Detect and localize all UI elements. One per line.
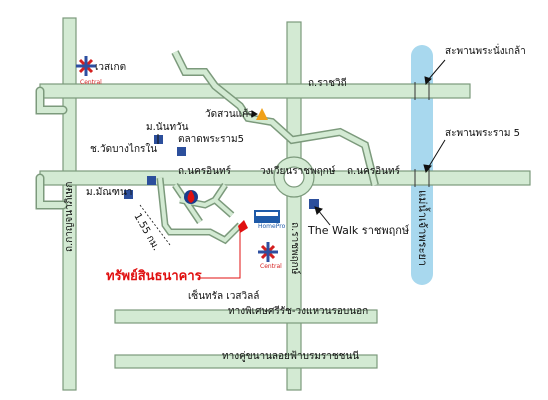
- label-central-logo-westgate: Central: [80, 79, 102, 86]
- label-outer-road: ทางคู่ขนานลอยฟ้าบรมราชชนนี: [222, 351, 360, 362]
- gas-station-icon: [184, 190, 198, 204]
- label-mantana: ม.มัณฑนา: [86, 187, 133, 198]
- label-bridge-rama5: สะพานพระราม 5: [445, 128, 520, 139]
- marker-talad-rama5: [177, 147, 186, 156]
- central-logo-westville: [258, 242, 278, 262]
- marker-the-walk: [309, 199, 319, 209]
- label-ring-road: ทางพิเศษศรีรัช-วงแหวนรอบนอก: [228, 306, 369, 317]
- label-westgate: เวสเกต: [95, 62, 127, 73]
- target-leader-line: [200, 232, 241, 279]
- label-target-property: ทรัพย์สินธนาคาร: [106, 269, 202, 284]
- road-ratchawithi: [39, 83, 471, 99]
- label-ratchaphruek: ถ.ราชพฤกษ์: [289, 222, 300, 275]
- label-wat-bangkhonai: ช.วัดบางไกรใน: [90, 144, 158, 155]
- target-pin-icon: [238, 220, 248, 233]
- label-nonthawan: ม.นันทวัน: [146, 122, 189, 133]
- homepro-icon: [254, 210, 280, 223]
- central-logo-westgate: [76, 56, 96, 76]
- temple-icon: [256, 108, 268, 120]
- label-nakhon-in-upper: ถ.นครอินทร์: [178, 166, 231, 177]
- label-roundabout: วงเวียนราชพฤกษ์: [260, 166, 336, 177]
- marker-wat-bangkhonai: [147, 176, 156, 185]
- label-homepro: HomePro: [258, 223, 286, 230]
- label-ratchawithi: ถ.ราชวิถี: [308, 78, 347, 89]
- road-ring: [114, 309, 378, 324]
- label-nakhon-in-east: ถ.นครอินทร์: [347, 166, 400, 177]
- marker-mantana: [124, 190, 133, 199]
- label-the-walk: The Walk ราชพฤกษ์: [308, 224, 410, 237]
- label-central-westville: เซ็นทรัล เวสวิลล์: [188, 291, 260, 302]
- label-river: แม่น้ำเจ้าพระยา: [416, 190, 429, 267]
- label-central-logo-westville: Central: [260, 263, 282, 270]
- chao-phraya-river: [411, 45, 433, 285]
- label-temple: วัดสวนแก้ว: [205, 109, 254, 120]
- road-ratchaphruek: [286, 21, 302, 391]
- road-outer: [114, 354, 378, 369]
- label-bridge-nang-klao: สะพานพระนั่งเกล้า: [445, 46, 526, 57]
- label-kanchanaphisek: ถ.กาญจนาภิเษก: [64, 181, 75, 252]
- label-talad-rama5: ตลาดพระราม5: [178, 134, 245, 145]
